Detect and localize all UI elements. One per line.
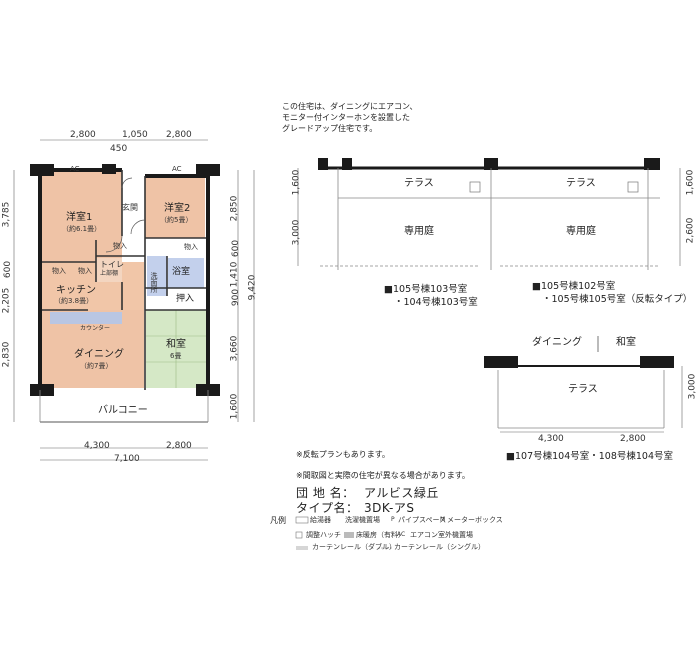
terrace-a-terrace-2: テラス (566, 178, 596, 189)
type-value: 3DK-アS (364, 501, 415, 515)
dim-left-1: 3,785 (1, 201, 12, 228)
room-fill-toilet (96, 258, 122, 282)
terrace-a-caption-right-1: ■105号棟102号室 (532, 281, 616, 292)
dim-right-1: 2,850 (229, 195, 240, 222)
terrace-b-terrace: テラス (568, 384, 598, 395)
note-top-line-2: モニター付インターホンを設置した (282, 113, 410, 122)
note-top-line-3: グレードアップ住宅です。 (282, 124, 378, 133)
room-toilet-sub: 上部棚 (100, 270, 119, 277)
room-monoire-4: 物入 (184, 243, 198, 251)
terrace-a-garden-2: 専用庭 (566, 226, 596, 237)
dim-top-4: 450 (110, 144, 128, 154)
dim-bottom-1: 4,300 (84, 441, 110, 451)
dim-right-2: 600 (231, 239, 242, 258)
room-yokushitsu: 浴室 (172, 267, 191, 277)
legend-symbols (295, 516, 392, 550)
legend-item-7: エアコン室外機置場 (410, 531, 473, 539)
legend-mark-ac: AC (397, 531, 406, 538)
terrace-b-dim-right: 3,000 (687, 373, 698, 400)
terrace-a-caption-left-1: ■105号棟103号室 (384, 284, 468, 295)
legend-mark-pipe: P (391, 516, 395, 523)
terrace-b-caption: ■107号棟104号室・108号棟104号室 (506, 451, 674, 462)
room-fill-youshitsu1 (42, 172, 122, 262)
room-fill-youshitsu2 (145, 178, 205, 238)
room-monoire-2: 物入 (78, 267, 92, 275)
dim-left-2: 600 (3, 260, 14, 279)
counter-fill (50, 312, 122, 324)
terrace-a-dim-right-2: 2,600 (685, 217, 696, 244)
room-toilet: トイレ (100, 260, 124, 269)
dim-left-3: 2,205 (1, 287, 12, 314)
terrace-a-caption-left-2: ・104号棟103号室 (394, 297, 478, 308)
room-oshiire: 押入 (176, 294, 195, 304)
dim-top-1: 2,800 (70, 130, 96, 140)
room-youshitsu1-size: （約6.1畳） (62, 225, 102, 233)
room-balcony: バルコニー (98, 405, 148, 416)
note-top-line-1: この住宅は、ダイニングにエアコン、 (282, 102, 418, 111)
legend-item-6: 床暖房（有料） (356, 531, 405, 539)
tatami-lines (146, 310, 206, 388)
legend-item-2: 洗濯機置場 (345, 516, 380, 524)
room-fill-yokushitsu (168, 258, 204, 288)
room-fill-senmenjo (147, 256, 167, 296)
legend-item-9: カーテンレール（シングル） (394, 543, 485, 551)
room-washitsu: 和室 (166, 339, 186, 350)
terrace-a-garden-1: 専用庭 (404, 226, 434, 237)
note-disclaimer: ※間取図と実際の住宅が異なる場合があります。 (296, 471, 470, 480)
terrace-b-dim-bottom-1: 4,300 (538, 434, 564, 444)
danchi-value: アルビス緑丘 (364, 486, 439, 500)
legend-item-4: メーターボックス (447, 516, 503, 524)
danchi-label: 団 地 名： (296, 486, 355, 500)
room-kitchen: キッチン (56, 285, 96, 296)
dim-bottom-2: 2,800 (166, 441, 192, 451)
room-kitchen-size: （約3.8畳） (54, 297, 94, 305)
walls-inner (42, 170, 206, 390)
legend-title: 凡例 (270, 516, 286, 525)
terrace-a-dim-right-1: 1,600 (685, 169, 696, 196)
door-swings (105, 177, 146, 253)
terrace-a-terrace-1: テラス (404, 178, 434, 189)
dim-right-3: 1,410 (229, 261, 240, 288)
dim-right-5: 3,660 (229, 335, 240, 362)
legend-item-8: カーテンレール（ダブル） (312, 543, 396, 551)
terrace-a-dim-left-2: 3,000 (291, 219, 302, 246)
room-washitsu-size: 6畳 (170, 352, 182, 360)
legend-item-5: 調整ハッチ (306, 531, 341, 539)
legend-item-3: パイプスペース (398, 516, 447, 524)
terrace-plan-b (484, 336, 683, 433)
room-dining-size: （約7畳） (80, 362, 113, 370)
ac-label-2: AC (172, 165, 182, 173)
terrace-b-dining: ダイニング (532, 337, 582, 348)
dim-top-2: 1,050 (122, 130, 148, 140)
legend-item-1: 給湯器 (310, 516, 331, 524)
dim-left-4: 2,830 (1, 341, 12, 368)
note-reverse-plan: ※反転プランもあります。 (296, 450, 390, 459)
terrace-b-dim-bottom-2: 2,800 (620, 434, 646, 444)
dim-top-3: 2,800 (166, 130, 192, 140)
type-label: タイプ名： (296, 501, 359, 515)
dim-right-4: 900 (231, 288, 242, 307)
dim-bottom-total: 7,100 (114, 454, 140, 464)
room-fill-kitchen (42, 262, 144, 310)
room-youshitsu1: 洋室1 (66, 212, 93, 223)
terrace-a-dim-left-1: 1,600 (291, 169, 302, 196)
dimension-lines (13, 139, 255, 461)
room-youshitsu2: 洋室2 (164, 203, 191, 214)
room-senmenjo: 洗面所 (150, 272, 158, 293)
dim-right-6: 1,600 (229, 393, 240, 420)
room-dining: ダイニング (74, 349, 124, 360)
room-monoire-3: 物入 (113, 242, 127, 250)
room-counter: カウンター (80, 325, 111, 332)
room-monoire-1: 物入 (52, 267, 66, 275)
room-youshitsu2-size: （約5畳） (160, 216, 193, 224)
terrace-b-washitsu: 和室 (616, 337, 636, 348)
dim-right-total: 9,420 (247, 274, 258, 301)
room-genkan: 玄関 (122, 203, 138, 212)
terrace-a-caption-right-2: ・105号棟105号室（反転タイプ） (542, 294, 693, 305)
terrace-plan-a (297, 158, 681, 270)
legend-mark-meter: M (440, 516, 446, 523)
ac-label-1: AC (70, 165, 80, 173)
